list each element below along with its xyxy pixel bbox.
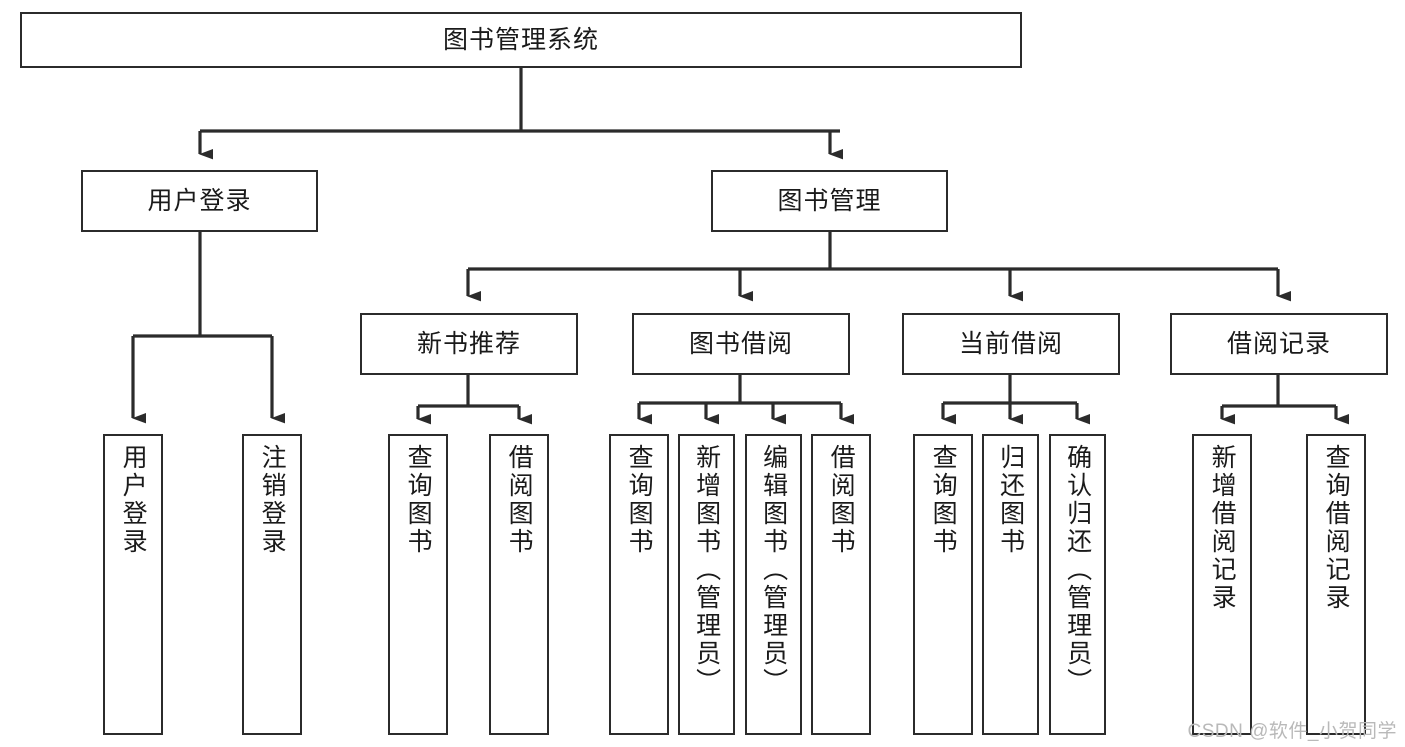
node-new-book-recommend[interactable]: 新书推荐	[360, 313, 578, 375]
leaf-logout[interactable]: 注销登录	[242, 434, 302, 735]
leaf-query-book-recommend-label: 查询图书	[404, 444, 433, 556]
node-borrow-record[interactable]: 借阅记录	[1170, 313, 1388, 375]
csdn-watermark: CSDN @软件_小贺同学	[1187, 721, 1397, 742]
node-book-borrow[interactable]: 图书借阅	[632, 313, 850, 375]
leaf-borrow-book-recommend-label: 借阅图书	[505, 444, 534, 556]
leaf-borrow-book[interactable]: 借阅图书	[811, 434, 871, 735]
leaf-query-book-borrow[interactable]: 查询图书	[609, 434, 669, 735]
leaf-borrow-book-recommend[interactable]: 借阅图书	[489, 434, 549, 735]
node-user-login-label: 用户登录	[147, 186, 252, 215]
leaf-return-book-label: 归还图书	[996, 444, 1025, 556]
leaf-edit-book-admin-label: 编辑图书（管理员）	[759, 444, 788, 696]
node-book-management-label: 图书管理	[777, 186, 882, 215]
node-current-borrow[interactable]: 当前借阅	[902, 313, 1120, 375]
leaf-user-login-label: 用户登录	[119, 444, 148, 556]
node-book-borrow-label: 图书借阅	[688, 329, 793, 358]
node-root-library-system[interactable]: 图书管理系统	[20, 12, 1022, 68]
node-borrow-record-label: 借阅记录	[1226, 329, 1331, 358]
node-user-login[interactable]: 用户登录	[81, 170, 318, 232]
leaf-add-borrow-record-label: 新增借阅记录	[1208, 444, 1237, 612]
node-current-borrow-label: 当前借阅	[958, 329, 1063, 358]
leaf-edit-book-admin[interactable]: 编辑图书（管理员）	[745, 434, 802, 735]
leaf-add-borrow-record[interactable]: 新增借阅记录	[1192, 434, 1252, 735]
leaf-query-book-current-label: 查询图书	[929, 444, 958, 556]
leaf-logout-label: 注销登录	[258, 444, 287, 556]
node-book-management[interactable]: 图书管理	[711, 170, 948, 232]
leaf-add-book-admin-label: 新增图书（管理员）	[692, 444, 721, 696]
leaf-borrow-book-label: 借阅图书	[827, 444, 856, 556]
leaf-query-borrow-record-label: 查询借阅记录	[1322, 444, 1351, 612]
leaf-query-borrow-record[interactable]: 查询借阅记录	[1306, 434, 1366, 735]
leaf-confirm-return-admin-label: 确认归还（管理员）	[1063, 444, 1092, 696]
node-root-library-system-label: 图书管理系统	[442, 25, 599, 54]
leaf-query-book-current[interactable]: 查询图书	[913, 434, 973, 735]
leaf-return-book[interactable]: 归还图书	[982, 434, 1039, 735]
leaf-query-book-borrow-label: 查询图书	[625, 444, 654, 556]
leaf-confirm-return-admin[interactable]: 确认归还（管理员）	[1049, 434, 1106, 735]
leaf-query-book-recommend[interactable]: 查询图书	[388, 434, 448, 735]
leaf-user-login[interactable]: 用户登录	[103, 434, 163, 735]
node-new-book-recommend-label: 新书推荐	[416, 329, 521, 358]
leaf-add-book-admin[interactable]: 新增图书（管理员）	[678, 434, 735, 735]
